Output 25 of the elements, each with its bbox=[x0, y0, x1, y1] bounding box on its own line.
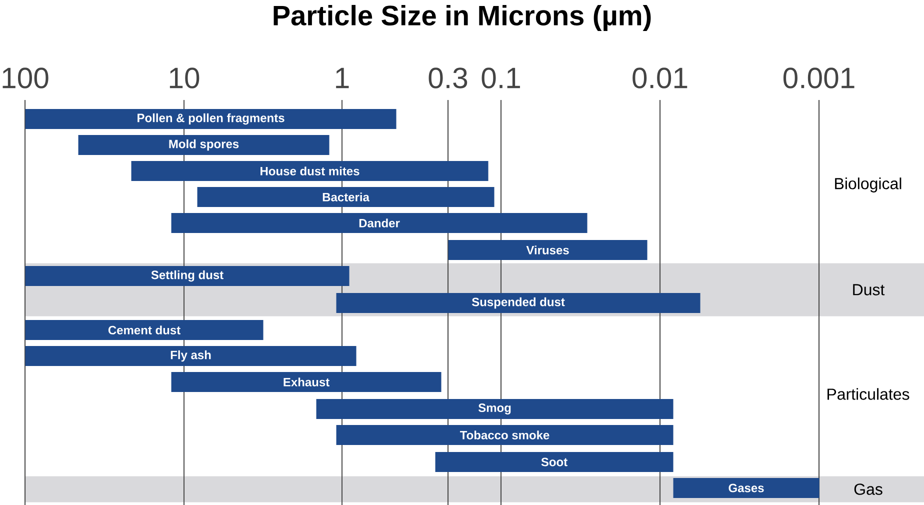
range-bar: Pollen & pollen fragments bbox=[25, 109, 396, 129]
tick-label: 1 bbox=[336, 68, 349, 88]
range-bar: Tobacco smoke bbox=[336, 425, 674, 445]
range-bar: Settling dust bbox=[25, 266, 350, 286]
range-bar: Dander bbox=[171, 213, 588, 233]
range-bar: Fly ash bbox=[25, 346, 356, 366]
tick-label: 0.3 bbox=[428, 68, 468, 88]
tick-label: 0.1 bbox=[482, 68, 520, 88]
range-bar: Suspended dust bbox=[336, 293, 700, 313]
range-bar: Smog bbox=[316, 399, 674, 419]
range-bar: Bacteria bbox=[197, 187, 494, 207]
range-bar: House dust mites bbox=[131, 161, 488, 181]
range-bar: Cement dust bbox=[25, 320, 264, 340]
range-bar: Soot bbox=[435, 452, 674, 472]
range-bar: Gases bbox=[673, 478, 820, 498]
tick-label: 10 bbox=[170, 68, 200, 88]
tick-label: 100 bbox=[2, 68, 48, 88]
range-bar: Mold spores bbox=[78, 135, 330, 155]
tick-label: 0.001 bbox=[783, 68, 854, 88]
tick-label: 0.01 bbox=[632, 68, 688, 88]
group-label: Biological bbox=[835, 178, 902, 192]
group-label: Particulates bbox=[828, 388, 910, 400]
range-bar: Viruses bbox=[448, 240, 648, 260]
range-bar: Exhaust bbox=[171, 372, 442, 392]
title: Particle Size in Microns (µm) bbox=[274, 4, 651, 32]
